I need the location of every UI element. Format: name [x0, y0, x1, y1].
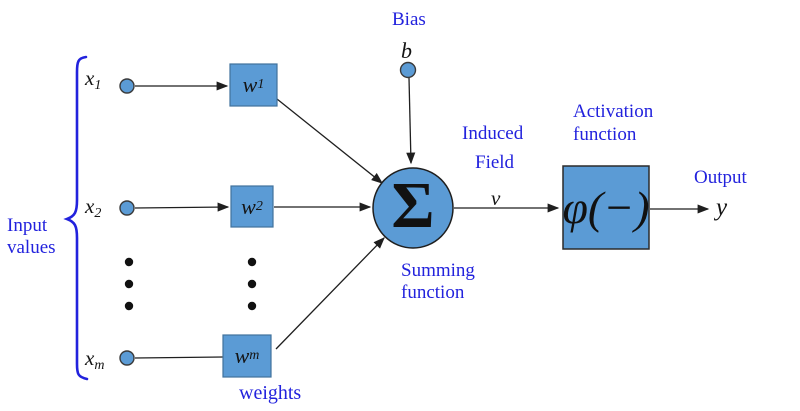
wm-base: w [234, 343, 250, 368]
weight-box-w2 [230, 185, 274, 228]
arrow-w1-to-sum [276, 98, 384, 184]
input-node-xm [119, 350, 135, 366]
summing-function-label-1: Summing [401, 260, 475, 281]
x2-sub: 2 [94, 206, 102, 221]
x1-sub: 1 [94, 78, 102, 93]
induced-field-symbol: v [491, 186, 501, 210]
input-node-x2 [119, 200, 135, 216]
activation-label-2: function [573, 124, 637, 145]
xm-base: x [85, 346, 95, 370]
input-values-label-2: values [7, 237, 56, 258]
arrow-x2-to-w2 [134, 202, 230, 212]
input-values-brace [63, 55, 89, 381]
w2-sub: 2 [255, 198, 263, 214]
weight-box-wm [222, 334, 272, 378]
weight-box-w1 [229, 63, 278, 107]
summing-function-label-2: function [401, 282, 465, 303]
w2-base: w [241, 193, 256, 219]
input-values-label-1: Input [7, 215, 48, 236]
x2-base: x [85, 194, 95, 218]
x1-base: x [85, 66, 95, 90]
w1-base: w [242, 72, 258, 97]
induced-field-label-2: Field [475, 152, 515, 173]
input-symbol-xm: xm [85, 346, 104, 374]
weight-ellipsis-dots [247, 257, 257, 311]
input-node-x1 [119, 78, 135, 94]
arrow-wm-to-sum [275, 237, 385, 350]
output-symbol: y [716, 194, 728, 221]
input-symbol-x2: x2 [85, 194, 101, 222]
induced-field-label-1: Induced [462, 123, 524, 144]
input-symbol-x1: x1 [85, 66, 101, 94]
bias-node [399, 61, 417, 79]
bias-symbol: b [401, 38, 412, 63]
activation-function-box [562, 165, 650, 250]
weights-caption: weights [239, 382, 302, 404]
input-ellipsis-dots [124, 257, 134, 311]
activation-label-1: Activation [573, 101, 654, 122]
w1-sub: 1 [257, 77, 265, 92]
bias-label: Bias [392, 9, 426, 30]
phi-symbol: φ(−) [562, 181, 650, 233]
summing-junction-circle [372, 167, 454, 249]
wm-sub: m [249, 348, 260, 363]
line-xm-to-wm [134, 356, 224, 359]
arrow-bias-to-sum [406, 77, 416, 165]
output-label: Output [694, 167, 747, 188]
sigma-symbol: Σ [391, 169, 435, 242]
xm-sub: m [94, 358, 105, 373]
